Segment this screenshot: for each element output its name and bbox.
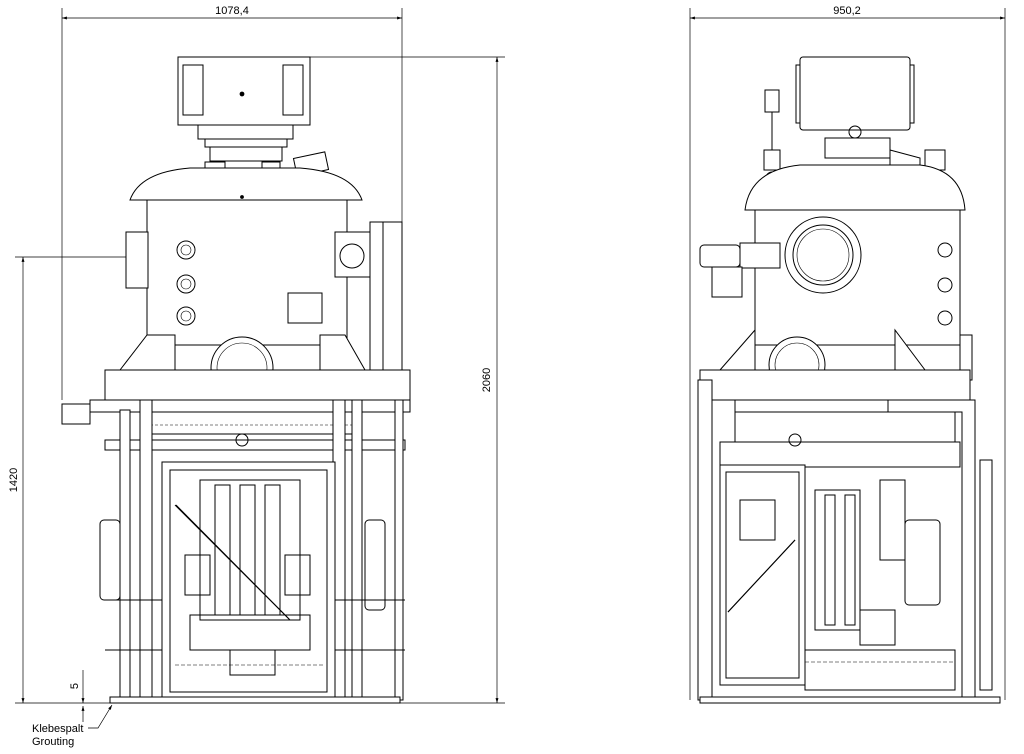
dimension-total-height: 2060 — [272, 56, 505, 704]
side-viewport — [784, 216, 862, 294]
total-height-label: 2060 — [481, 368, 493, 392]
side-vessel — [754, 209, 961, 346]
dimension-flange-height: 1420 — [8, 256, 130, 703]
annotation-line1: Klebespalt — [32, 723, 83, 735]
front-dome — [129, 167, 363, 201]
side-control-box — [799, 56, 911, 131]
grouting-annotation: Klebespalt Grouting — [32, 704, 113, 748]
grout-gap-label: 5 — [69, 683, 81, 689]
front-door — [161, 461, 336, 701]
annotation-line2: Grouting — [32, 736, 74, 748]
front-control-box — [177, 56, 311, 126]
side-view — [697, 56, 1001, 704]
front-width-label: 1078,4 — [215, 5, 249, 17]
flange-height-label: 1420 — [8, 468, 20, 492]
side-width-label: 950,2 — [833, 5, 861, 17]
front-view — [61, 56, 411, 704]
dimension-side-width: 950,2 — [689, 5, 1006, 700]
